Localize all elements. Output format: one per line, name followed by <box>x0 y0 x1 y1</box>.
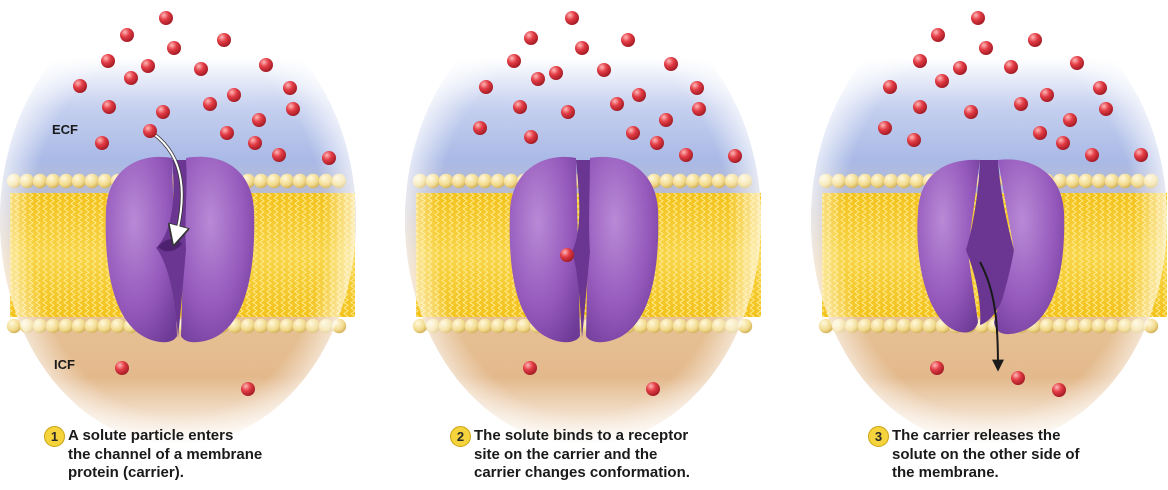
step-2-text: The solute binds to a receptor site on t… <box>474 427 690 483</box>
step-1-text: A solute particle enters the channel of … <box>68 427 262 483</box>
solute-particle <box>322 151 336 165</box>
solute-particle <box>124 71 138 85</box>
solute-particle <box>650 136 664 150</box>
solute-particle <box>935 74 949 88</box>
solute-particle <box>252 113 266 127</box>
solute-particle <box>1052 383 1066 397</box>
ecf-label: ECF <box>52 122 78 137</box>
solute-particle <box>883 80 897 94</box>
solute-particle <box>102 100 116 114</box>
solute-particle <box>1056 136 1070 150</box>
solute-particle <box>524 130 538 144</box>
solute-particle <box>907 133 921 147</box>
solute-particle <box>913 100 927 114</box>
solute-particle <box>1070 56 1084 70</box>
solute-particle <box>1011 371 1025 385</box>
solute-particle <box>878 121 892 135</box>
solute-particle <box>1134 148 1148 162</box>
solute-particle <box>728 149 742 163</box>
solute-particle <box>621 33 635 47</box>
solute-particle <box>286 102 300 116</box>
solute-particle <box>95 136 109 150</box>
solute-particle <box>692 102 706 116</box>
solute-particle <box>931 28 945 42</box>
solute-particle <box>141 59 155 73</box>
solute-particle <box>560 248 574 262</box>
solute-particle <box>561 105 575 119</box>
solute-particle <box>626 126 640 140</box>
solute-particle <box>513 100 527 114</box>
solute-particle <box>194 62 208 76</box>
solute-particle <box>659 113 673 127</box>
icf-label: ICF <box>54 357 75 372</box>
solute-particle <box>220 126 234 140</box>
solute-particle <box>1014 97 1028 111</box>
solute-particle <box>1063 113 1077 127</box>
solute-particle <box>272 148 286 162</box>
solute-particle <box>473 121 487 135</box>
solute-particle <box>1099 102 1113 116</box>
solute-particle <box>203 97 217 111</box>
solute-particle <box>167 41 181 55</box>
solute-particle <box>531 72 545 86</box>
step-3-text: The carrier releases the solute on the o… <box>892 427 1080 483</box>
solute-particle <box>259 58 273 72</box>
solute-particle <box>664 57 678 71</box>
solute-particle <box>156 105 170 119</box>
solute-particle <box>565 11 579 25</box>
solute-particle <box>241 382 255 396</box>
solute-particle <box>115 361 129 375</box>
solute-particle <box>1028 33 1042 47</box>
solute-particle <box>101 54 115 68</box>
solute-particle <box>679 148 693 162</box>
solute-particle <box>1033 126 1047 140</box>
step-3-badge: 3 <box>868 426 889 447</box>
panel-step-3 <box>811 0 1167 445</box>
solute-particle <box>690 81 704 95</box>
solute-particle <box>523 361 537 375</box>
solute-particle <box>610 97 624 111</box>
solute-particle <box>248 136 262 150</box>
solute-particle <box>964 105 978 119</box>
solute-particle <box>73 79 87 93</box>
solute-particle <box>120 28 134 42</box>
solute-particle <box>597 63 611 77</box>
solute-particle <box>507 54 521 68</box>
solute-particle <box>159 11 173 25</box>
solute-particle <box>283 81 297 95</box>
solute-particle <box>1004 60 1018 74</box>
carrier-protein <box>917 159 1064 334</box>
solute-particle <box>217 33 231 47</box>
carrier-protein <box>510 157 659 342</box>
solute-particle <box>953 61 967 75</box>
solute-particle <box>549 66 563 80</box>
step-2-badge: 2 <box>450 426 471 447</box>
solute-particle <box>1093 81 1107 95</box>
solute-particle <box>479 80 493 94</box>
solute-particle <box>913 54 927 68</box>
solute-particle <box>646 382 660 396</box>
solute-particle <box>1085 148 1099 162</box>
solute-particle <box>524 31 538 45</box>
step-1-badge: 1 <box>44 426 65 447</box>
panel-step-1: ECF ICF <box>0 0 356 445</box>
solute-particle <box>227 88 241 102</box>
solute-particle <box>930 361 944 375</box>
solute-particle <box>575 41 589 55</box>
panel-step-2 <box>405 0 761 445</box>
solute-particle <box>632 88 646 102</box>
solute-particle <box>971 11 985 25</box>
solute-particle <box>143 124 157 138</box>
solute-particle <box>979 41 993 55</box>
solute-particle <box>1040 88 1054 102</box>
